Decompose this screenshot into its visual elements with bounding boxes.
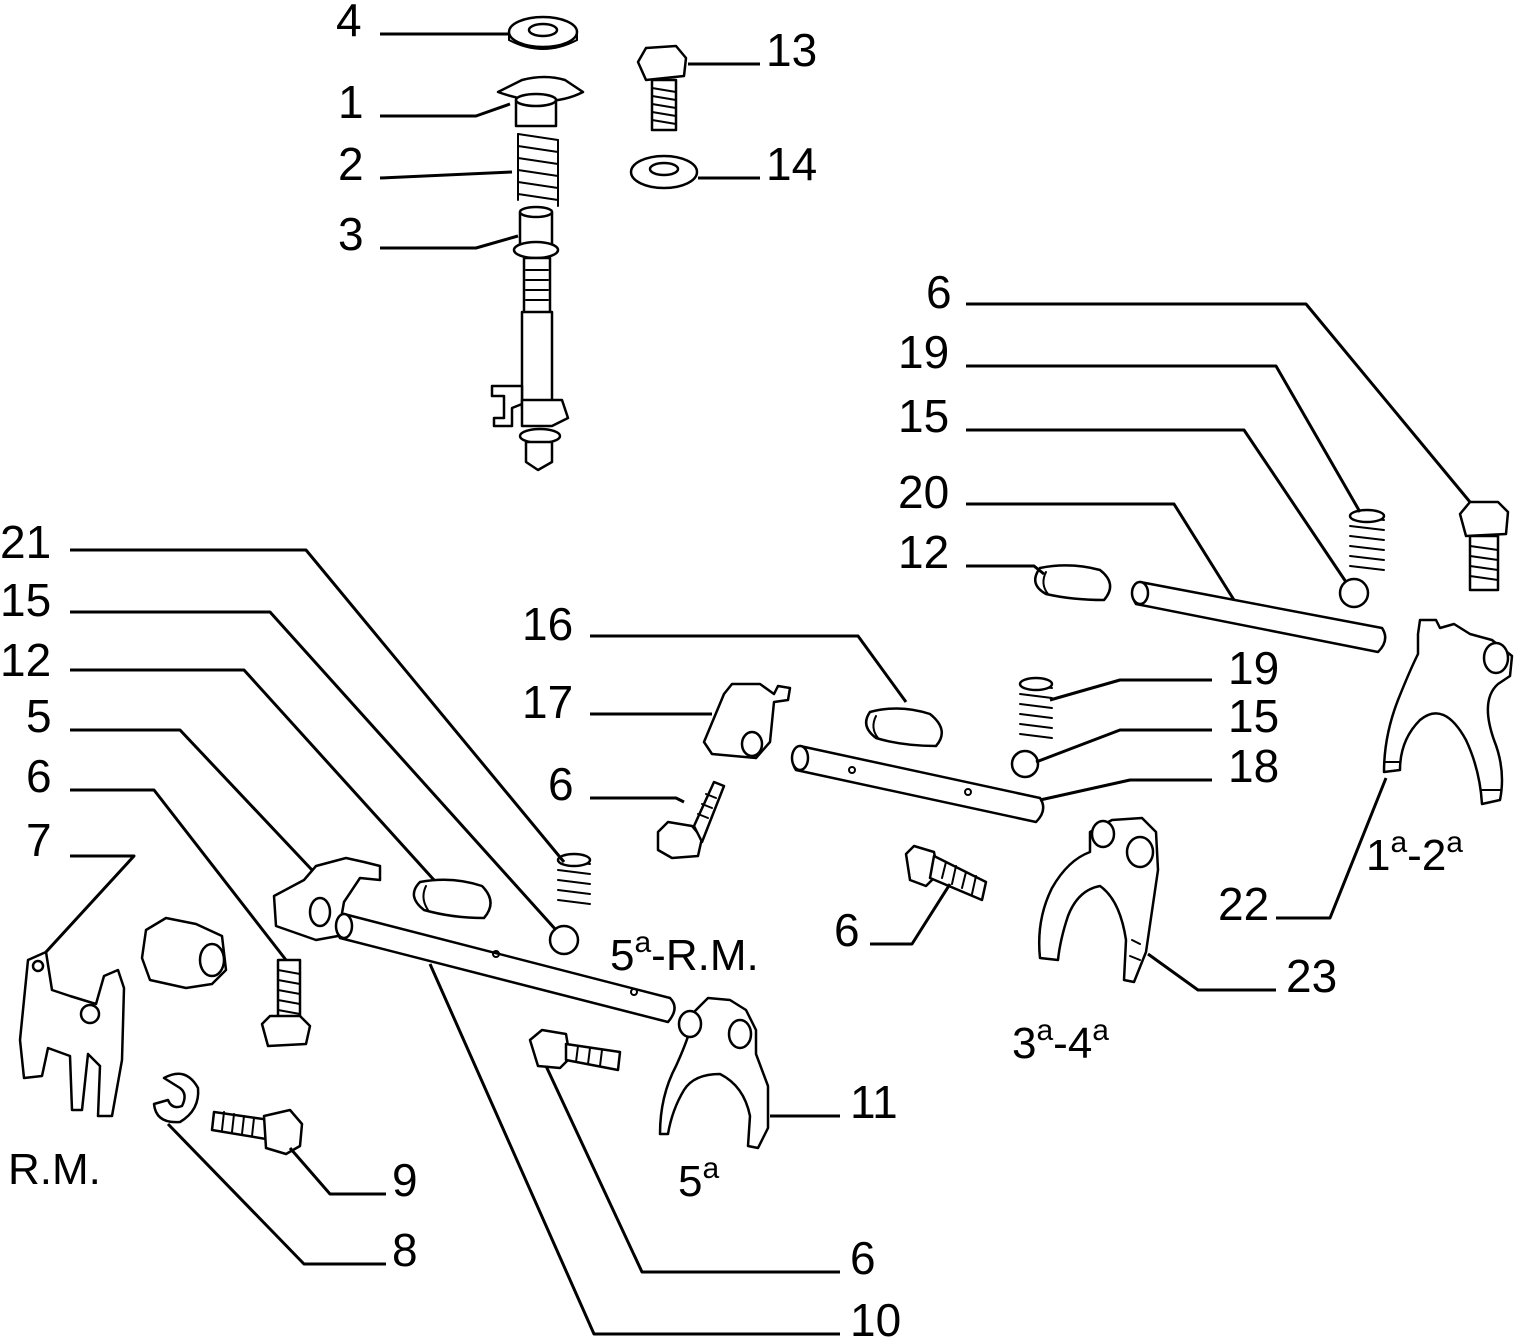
part-ball-15-left xyxy=(548,924,580,956)
part-rod-10 xyxy=(334,912,676,1024)
callout-6-left: 6 xyxy=(26,750,52,802)
callout-7: 7 xyxy=(26,814,52,866)
callout-1: 1 xyxy=(338,76,364,128)
callout-11: 11 xyxy=(850,1076,898,1128)
callout-12-left: 12 xyxy=(0,634,51,686)
part-pin-16 xyxy=(864,707,943,748)
callout-6-top-right: 6 xyxy=(926,266,952,318)
callout-9: 9 xyxy=(392,1154,418,1206)
part-bolt-13 xyxy=(636,44,688,132)
callout-18: 18 xyxy=(1228,740,1279,792)
caption-rm: R.M. xyxy=(8,1145,101,1194)
part-fork-23 xyxy=(1037,816,1160,984)
callout-17: 17 xyxy=(522,676,573,728)
callout-6-middle: 6 xyxy=(548,758,574,810)
part-bolt-6-center xyxy=(904,844,988,902)
part-spring-19-left xyxy=(556,852,592,905)
callout-22: 22 xyxy=(1218,878,1269,930)
callout-23: 23 xyxy=(1286,950,1337,1002)
callout-15-left: 15 xyxy=(0,574,51,626)
part-rod-20 xyxy=(1130,580,1387,654)
part-washer-14 xyxy=(629,154,699,190)
callout-12-right: 12 xyxy=(898,526,949,578)
part-fork-22 xyxy=(1382,618,1514,806)
part-spring-19-middle xyxy=(1018,676,1054,739)
callout-labels: 4 1 2 3 13 14 6 19 15 20 12 16 17 6 19 1… xyxy=(0,0,1337,1337)
callout-13: 13 xyxy=(766,24,817,76)
callout-3: 3 xyxy=(338,208,364,260)
part-ball-15-middle xyxy=(1010,749,1040,779)
caption-1a-2a: 1a-2a xyxy=(1366,826,1463,880)
callout-19-middle: 19 xyxy=(1228,642,1279,694)
callout-14: 14 xyxy=(766,138,817,190)
callout-2: 2 xyxy=(338,138,364,190)
part-pin-12-left xyxy=(412,878,492,920)
part-block-rm xyxy=(140,916,228,990)
part-washer-4 xyxy=(507,15,579,50)
callout-15-top-right: 15 xyxy=(898,390,949,442)
caption-5a: 5a xyxy=(678,1152,719,1206)
callout-19-top-right: 19 xyxy=(898,326,949,378)
part-fork-11 xyxy=(658,996,770,1150)
part-pin-12-right xyxy=(1033,564,1112,602)
part-bolt-9 xyxy=(210,1108,304,1156)
part-rod-18 xyxy=(790,744,1045,824)
callout-10: 10 xyxy=(850,1294,901,1337)
caption-5a-rm: 5a-R.M. xyxy=(610,926,759,980)
part-bolt-6-right xyxy=(1458,500,1510,592)
leader-lines xyxy=(44,32,1472,1336)
part-ball-15-top xyxy=(1338,577,1370,609)
part-block-17 xyxy=(702,682,792,760)
callout-16: 16 xyxy=(522,598,573,650)
caption-3a-4a: 3a-4a xyxy=(1012,1014,1109,1068)
callout-5: 5 xyxy=(26,690,52,742)
callout-6-bottom: 6 xyxy=(850,1232,876,1284)
part-block-5 xyxy=(272,856,382,942)
callout-21: 21 xyxy=(0,516,51,568)
gear-captions: 5a-R.M. 5a 3a-4a 1a-2a R.M. xyxy=(8,826,1463,1206)
callout-4: 4 xyxy=(336,0,362,46)
callout-20: 20 xyxy=(898,466,949,518)
part-bolt-6-lower xyxy=(528,1028,622,1072)
callout-8: 8 xyxy=(392,1224,418,1276)
callout-6-center: 6 xyxy=(834,904,860,956)
part-bolt-6-left xyxy=(260,958,312,1048)
callout-15-middle: 15 xyxy=(1228,690,1279,742)
part-spring-19-top xyxy=(1348,508,1386,571)
part-clip-8 xyxy=(152,1072,200,1124)
part-lever-7 xyxy=(18,950,126,1118)
part-bolt-6-middle xyxy=(656,780,726,860)
part-selector-shaft-assembly xyxy=(490,75,585,472)
